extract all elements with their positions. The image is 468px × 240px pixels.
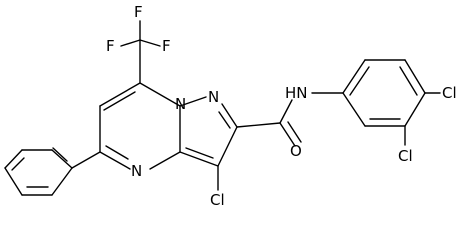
atom-label-o: O [290,142,302,160]
bond-n2-c2 [221,103,238,128]
bond-n2-c2-double [218,111,231,129]
atom-label-hn: HN [285,84,308,102]
bond-ph3-ph4-double [11,157,25,171]
bond-ar3-ar4 [404,59,426,94]
atom-label-f2: F [106,37,115,55]
molecule-structure-diagram: F F F N N N HN O Cl Cl Cl [4,3,457,209]
atom-label-n3: N [131,162,142,180]
atom-label-cl2: Cl [442,84,457,102]
bond-lines [4,20,441,196]
bond-ar3-ar4-double [399,66,418,96]
bond-c7-c6-double [103,91,136,111]
bond-c3-c3a-double [185,147,214,159]
bond-ph4-ph5 [4,167,23,196]
bond-ar4-ar5 [404,92,426,127]
bond-c3-c3a [179,151,219,167]
bond-c7-c6 [99,82,141,107]
bond-camide-o-double [287,121,302,143]
bond-c2-c3 [217,126,238,167]
bond-camide-o [279,122,296,147]
atom-label-f1: F [134,3,143,21]
bond-ar1-ar2 [342,59,366,94]
bond-c5-n4-double [105,145,129,160]
atom-label-cl3: Cl [398,147,413,165]
atom-label-f3: F [162,37,171,55]
atom-label-cl1: Cl [210,191,225,209]
bond-ph1-ph2-double [52,147,68,162]
atom-label-n2: N [208,88,219,106]
bond-c5-n4 [99,151,131,170]
bond-c2-camide [236,122,281,128]
bond-ar1-ar2-double [349,66,370,96]
bond-n4-c3a [149,151,181,170]
bond-ar6-ar1 [342,92,366,127]
bond-camide-n [279,99,293,124]
atom-label-n1: N [175,95,186,113]
atom-labels: F F F N N N HN O Cl Cl Cl [106,3,457,209]
bond-c-f-right [139,39,161,47]
bond-ph6-ph1 [51,167,73,196]
bond-ph3-ph4 [4,149,23,169]
bond-c5-ph [71,151,101,169]
bond-n1-n2 [179,96,207,107]
bond-n1-c7 [139,82,181,107]
bond-ph1-ph2 [51,149,73,169]
bond-c-f-left [120,39,141,47]
